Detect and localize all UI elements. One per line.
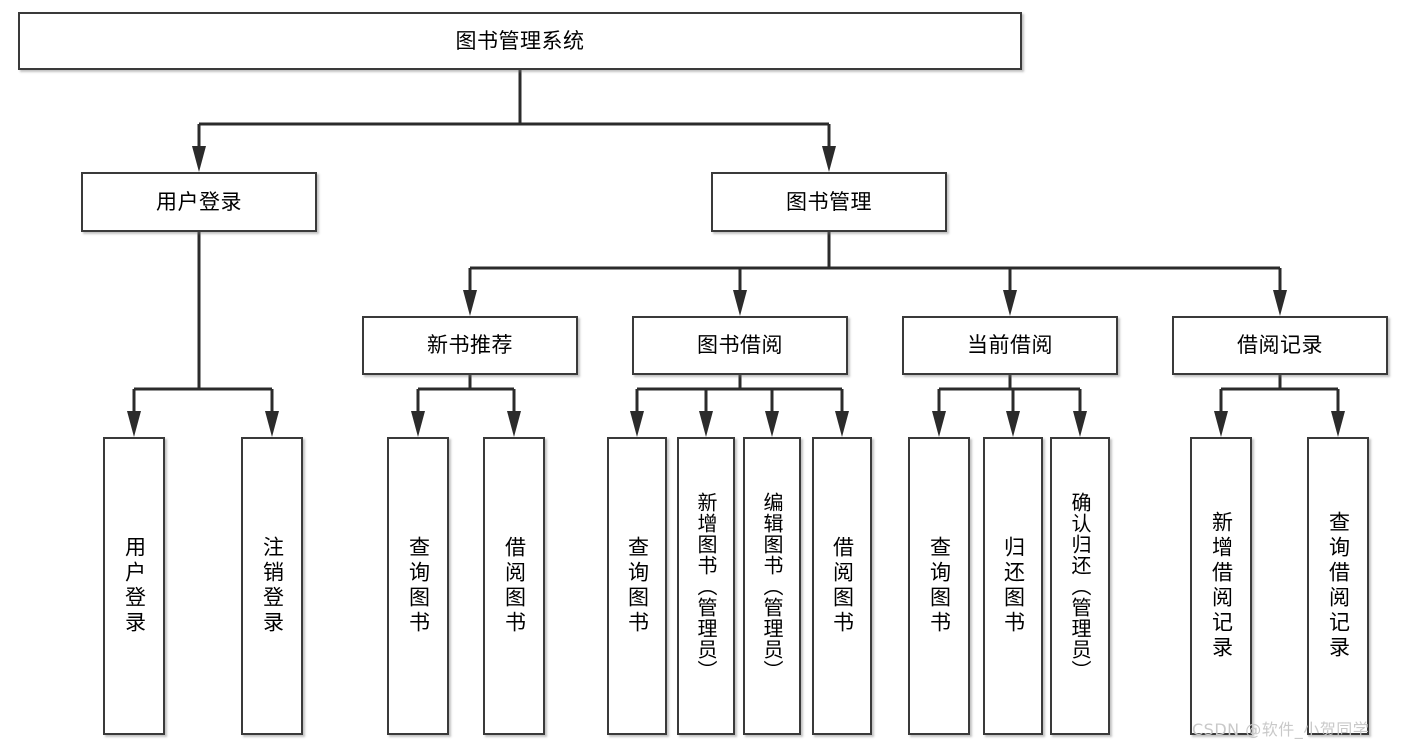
node-label: 当前借阅	[967, 333, 1053, 358]
node-label: 图书管理系统	[455, 28, 585, 53]
node-label: 编辑图书（管理员）	[760, 491, 784, 681]
node-label: 图书管理	[786, 189, 872, 214]
node-leaf-add-record[interactable]: 新增借阅记录	[1190, 437, 1252, 735]
node-label: 注销登录	[260, 536, 285, 636]
node-label: 借阅图书	[830, 536, 855, 636]
node-label: 新增借阅记录	[1209, 511, 1234, 661]
node-label: 查询图书	[927, 536, 952, 636]
node-label: 借阅记录	[1237, 333, 1323, 358]
node-leaf-confirm-return[interactable]: 确认归还（管理员）	[1050, 437, 1110, 735]
node-label: 确认归还（管理员）	[1068, 491, 1092, 681]
node-label: 查询图书	[406, 536, 431, 636]
node-leaf-query-record[interactable]: 查询借阅记录	[1307, 437, 1369, 735]
node-label: 查询图书	[625, 536, 650, 636]
node-leaf-edit-book[interactable]: 编辑图书（管理员）	[743, 437, 801, 735]
node-label: 归还图书	[1001, 536, 1026, 636]
node-leaf-logout[interactable]: 注销登录	[241, 437, 303, 735]
node-new-book-rec[interactable]: 新书推荐	[362, 316, 578, 375]
node-borrow-record[interactable]: 借阅记录	[1172, 316, 1388, 375]
node-book-borrow[interactable]: 图书借阅	[632, 316, 848, 375]
node-user-login[interactable]: 用户登录	[81, 172, 317, 232]
node-label: 新书推荐	[427, 333, 513, 358]
csdn-watermark: CSDN @软件_小贺同学	[1192, 720, 1370, 739]
node-book-manage[interactable]: 图书管理	[711, 172, 947, 232]
node-label: 查询借阅记录	[1326, 511, 1351, 661]
node-label: 图书借阅	[697, 333, 783, 358]
node-leaf-user-login[interactable]: 用户登录	[103, 437, 165, 735]
node-leaf-query-book-3[interactable]: 查询图书	[908, 437, 970, 735]
node-leaf-query-book-2[interactable]: 查询图书	[607, 437, 667, 735]
node-leaf-borrow-book-2[interactable]: 借阅图书	[812, 437, 872, 735]
node-leaf-query-book-1[interactable]: 查询图书	[387, 437, 449, 735]
node-leaf-borrow-book-1[interactable]: 借阅图书	[483, 437, 545, 735]
node-label: 新增图书（管理员）	[694, 491, 718, 681]
node-leaf-add-book[interactable]: 新增图书（管理员）	[677, 437, 735, 735]
node-label: 用户登录	[122, 536, 147, 636]
node-label: 借阅图书	[502, 536, 527, 636]
node-current-borrow[interactable]: 当前借阅	[902, 316, 1118, 375]
node-leaf-return-book[interactable]: 归还图书	[983, 437, 1043, 735]
node-root[interactable]: 图书管理系统	[18, 12, 1022, 70]
node-label: 用户登录	[156, 189, 242, 214]
